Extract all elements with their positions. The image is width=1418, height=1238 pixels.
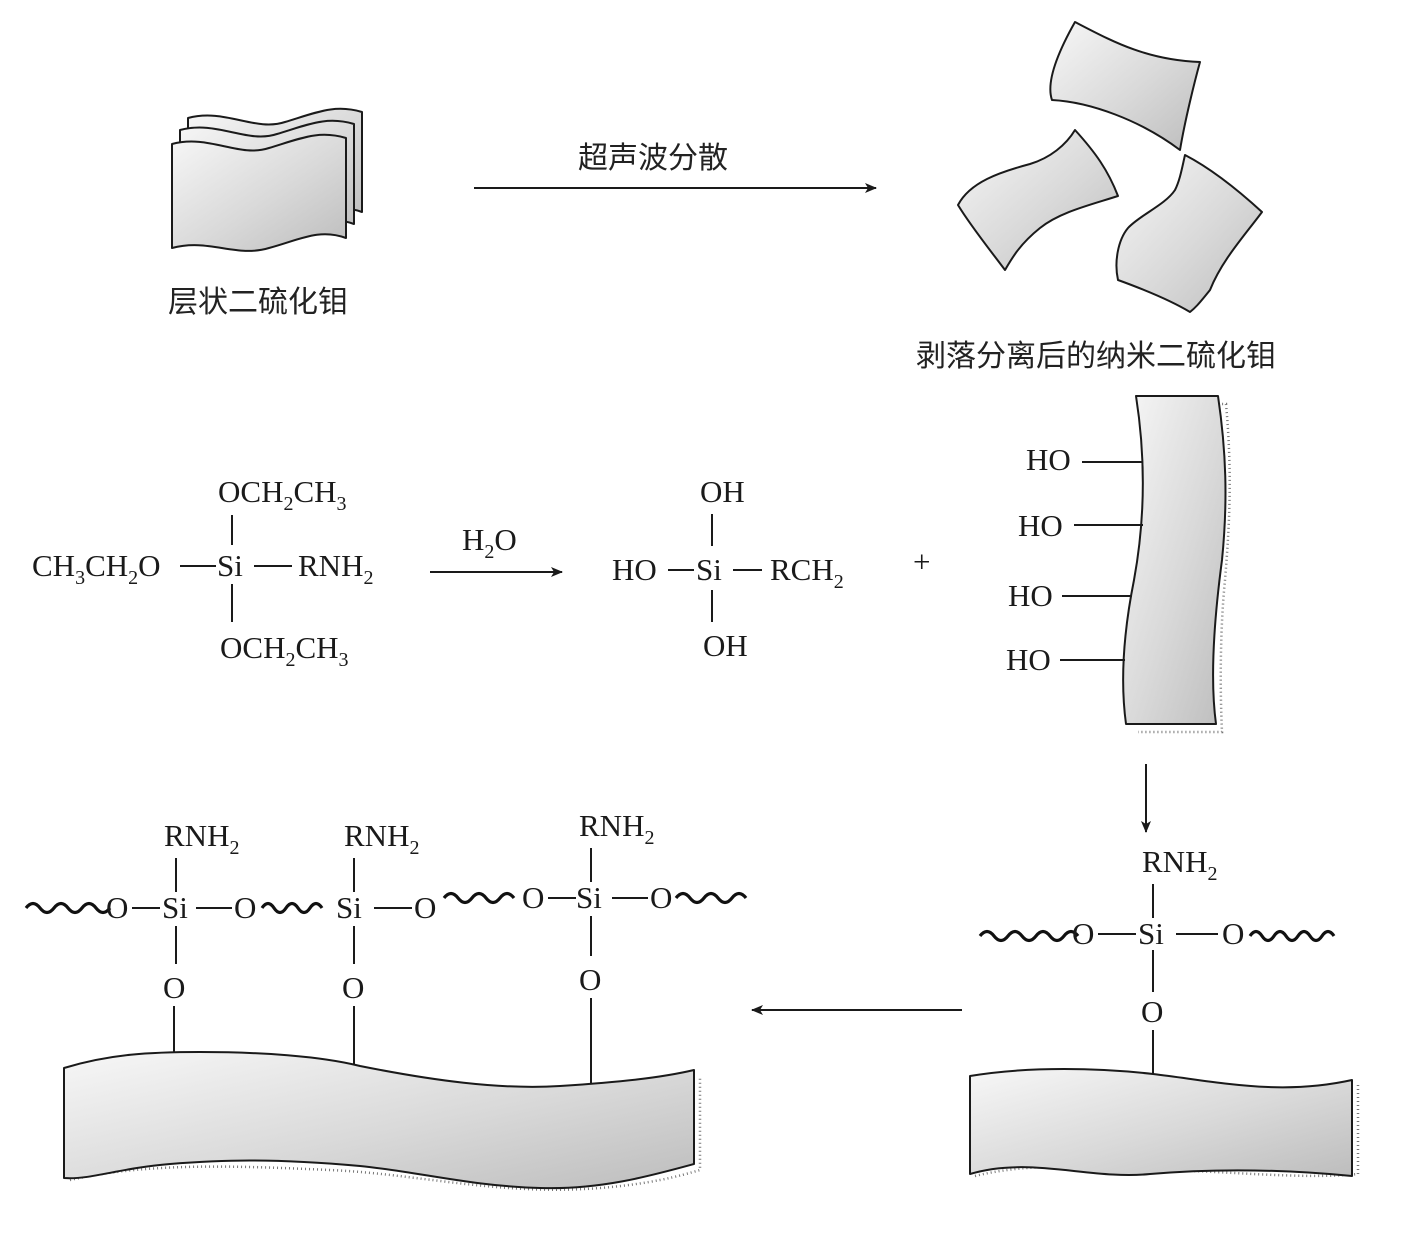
layered-mos2-label: 层状二硫化钼: [168, 285, 348, 320]
silane-si: Si: [217, 548, 243, 583]
network-unit-3-si: Si: [576, 880, 602, 915]
grafted-single-amine: RNH2: [1142, 844, 1217, 885]
hydroxyl-group-1: HO: [1026, 442, 1071, 477]
water-label: H2O: [462, 522, 517, 563]
grafted-single-si: Si: [1138, 916, 1164, 951]
network-unit-1-o-bottom: O: [163, 970, 185, 1005]
exfoliated-mos2-label: 剥落分离后的纳米二硫化钼: [916, 339, 1276, 374]
silane-right-group: RNH2: [298, 548, 373, 589]
network-unit-2-o-bottom: O: [342, 970, 364, 1005]
network-unit-1-o-right: O: [234, 890, 256, 925]
silanol-top-oh: OH: [700, 474, 745, 509]
silanol-bottom-oh: OH: [703, 628, 748, 663]
network-unit-2-amine: RNH2: [344, 818, 419, 859]
ultrasonic-label: 超声波分散: [578, 141, 728, 176]
network-unit-1-si: Si: [162, 890, 188, 925]
grafted-single: RNH2 O Si O O: [969, 844, 1360, 1178]
silane-left-group: CH3CH2O: [32, 548, 161, 589]
hydroxyl-group-3: HO: [1008, 578, 1053, 613]
layered-mos2-icon: [171, 107, 363, 252]
network-unit-2-si: Si: [336, 890, 362, 925]
network-unit-3-amine: RNH2: [579, 808, 654, 849]
network-unit-1-o-left: O: [106, 890, 128, 925]
silanol-left-oh: HO: [612, 552, 657, 587]
network-unit-1-amine: RNH2: [164, 818, 239, 859]
network-unit-3-o-left: O: [522, 880, 544, 915]
grafted-single-o-right: O: [1222, 916, 1244, 951]
silane-top-group: OCH2CH3: [218, 474, 347, 515]
grafted-single-o-bottom: O: [1141, 994, 1163, 1029]
silane-bottom-group: OCH2CH3: [220, 630, 349, 671]
silane-molecule: OCH2CH3 CH3CH2O Si RNH2 OCH2CH3: [32, 474, 373, 671]
silanol-right-group: RCH2: [770, 552, 844, 593]
hydroxyl-sheet: HO HO HO HO: [1006, 395, 1231, 734]
silanol-si: Si: [696, 552, 722, 587]
hydroxyl-group-4: HO: [1006, 642, 1051, 677]
network-unit-3-o-bottom: O: [579, 962, 601, 997]
network-unit-2-o-right: O: [414, 890, 436, 925]
silanol-molecule: OH HO Si RCH2 OH: [612, 474, 844, 663]
network-unit-3-o-right: O: [650, 880, 672, 915]
hydroxyl-group-2: HO: [1018, 508, 1063, 543]
grafted-single-o-left: O: [1072, 916, 1094, 951]
plus-sign: +: [913, 544, 930, 579]
exfoliated-sheets-icon: [957, 21, 1263, 313]
grafted-network: RNH2 O Si O O RNH2 Si O O RNH2 O Si O O: [24, 808, 748, 1191]
